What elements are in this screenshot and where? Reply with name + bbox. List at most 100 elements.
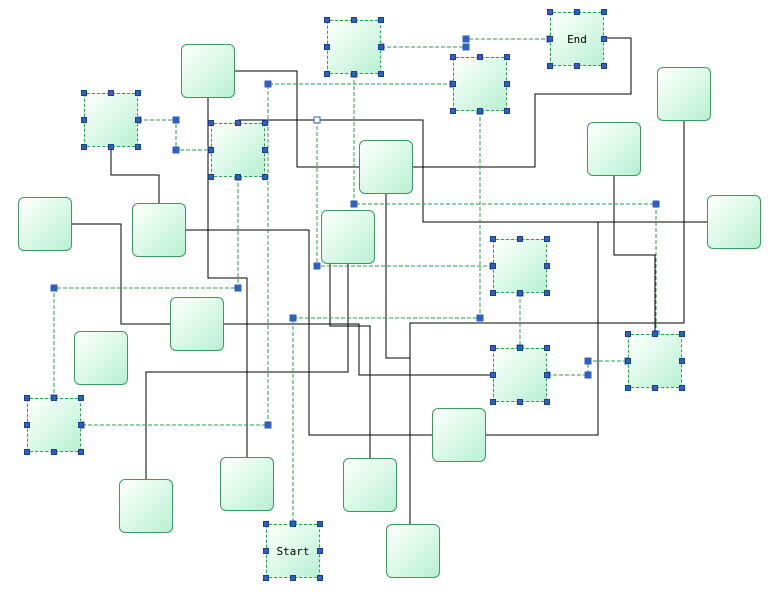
resize-handle[interactable] — [135, 90, 141, 96]
resize-handle[interactable] — [351, 17, 357, 23]
edge-bend-handle[interactable] — [313, 262, 321, 270]
resize-handle[interactable] — [51, 395, 57, 401]
selected-connector-edge[interactable] — [53, 177, 239, 398]
resize-handle[interactable] — [262, 120, 268, 126]
resize-handle[interactable] — [208, 120, 214, 126]
diagram-node[interactable] — [132, 203, 186, 257]
resize-handle[interactable] — [625, 385, 631, 391]
resize-handle[interactable] — [517, 236, 523, 242]
edge-bend-handle[interactable] — [462, 35, 470, 43]
diagram-node[interactable] — [18, 197, 72, 251]
resize-handle[interactable] — [517, 345, 523, 351]
edge-bend-handle[interactable] — [652, 200, 660, 208]
resize-handle[interactable] — [378, 44, 384, 50]
diagram-node[interactable] — [81, 90, 141, 150]
resize-handle[interactable] — [574, 9, 580, 15]
resize-handle[interactable] — [135, 144, 141, 150]
resize-handle[interactable] — [290, 575, 296, 581]
resize-handle[interactable] — [504, 81, 510, 87]
resize-handle[interactable] — [504, 54, 510, 60]
resize-handle[interactable] — [625, 331, 631, 337]
selected-connector-edge[interactable] — [138, 119, 211, 151]
resize-handle[interactable] — [490, 399, 496, 405]
selected-connector-edge[interactable] — [381, 38, 550, 48]
resize-handle[interactable] — [490, 372, 496, 378]
edge-endpoint-handle[interactable] — [313, 116, 321, 124]
resize-handle[interactable] — [317, 575, 323, 581]
start-node[interactable]: Start — [263, 521, 323, 581]
resize-handle[interactable] — [547, 9, 553, 15]
resize-handle[interactable] — [679, 358, 685, 364]
resize-handle[interactable] — [544, 345, 550, 351]
resize-handle[interactable] — [263, 521, 269, 527]
diagram-node[interactable] — [343, 458, 397, 512]
resize-handle[interactable] — [81, 144, 87, 150]
resize-handle[interactable] — [263, 548, 269, 554]
connector-edge[interactable] — [409, 121, 685, 524]
diagram-node[interactable] — [170, 297, 224, 351]
resize-handle[interactable] — [504, 108, 510, 114]
edge-bend-handle[interactable] — [172, 116, 180, 124]
resize-handle[interactable] — [679, 385, 685, 391]
edge-bend-handle[interactable] — [462, 43, 470, 51]
resize-handle[interactable] — [547, 63, 553, 69]
resize-handle[interactable] — [324, 17, 330, 23]
resize-handle[interactable] — [378, 17, 384, 23]
connector-edge[interactable] — [329, 264, 371, 458]
selected-connector-edge[interactable] — [547, 360, 628, 376]
connector-edge[interactable] — [72, 223, 170, 325]
connector-edge[interactable] — [613, 176, 656, 334]
edge-bend-handle[interactable] — [234, 284, 242, 292]
resize-handle[interactable] — [317, 521, 323, 527]
edge-bend-handle[interactable] — [350, 200, 358, 208]
resize-handle[interactable] — [490, 290, 496, 296]
resize-handle[interactable] — [544, 290, 550, 296]
resize-handle[interactable] — [24, 422, 30, 428]
diagram-node[interactable] — [74, 331, 128, 385]
resize-handle[interactable] — [625, 358, 631, 364]
diagram-node[interactable] — [587, 122, 641, 176]
connector-edge[interactable] — [385, 194, 410, 359]
connector-edge[interactable] — [224, 323, 493, 376]
selected-connector-edge[interactable] — [292, 111, 481, 524]
diagram-node[interactable] — [359, 140, 413, 194]
resize-handle[interactable] — [547, 36, 553, 42]
selected-connector-edge[interactable] — [81, 83, 453, 426]
end-node[interactable]: End — [547, 9, 607, 69]
resize-handle[interactable] — [208, 174, 214, 180]
resize-handle[interactable] — [652, 331, 658, 337]
resize-handle[interactable] — [263, 575, 269, 581]
connector-edge[interactable] — [486, 222, 599, 436]
diagram-node[interactable] — [119, 479, 173, 533]
resize-handle[interactable] — [51, 449, 57, 455]
diagram-node[interactable] — [321, 210, 375, 264]
diagram-node[interactable] — [208, 120, 268, 180]
resize-handle[interactable] — [235, 120, 241, 126]
resize-handle[interactable] — [324, 71, 330, 77]
diagram-node[interactable] — [432, 408, 486, 462]
resize-handle[interactable] — [490, 263, 496, 269]
resize-handle[interactable] — [81, 117, 87, 123]
resize-handle[interactable] — [601, 36, 607, 42]
resize-handle[interactable] — [490, 236, 496, 242]
edge-bend-handle[interactable] — [172, 146, 180, 154]
resize-handle[interactable] — [324, 44, 330, 50]
resize-handle[interactable] — [235, 174, 241, 180]
edge-bend-handle[interactable] — [264, 80, 272, 88]
resize-handle[interactable] — [78, 449, 84, 455]
resize-handle[interactable] — [601, 63, 607, 69]
resize-handle[interactable] — [108, 144, 114, 150]
edge-bend-handle[interactable] — [50, 284, 58, 292]
resize-handle[interactable] — [290, 521, 296, 527]
resize-handle[interactable] — [477, 108, 483, 114]
resize-handle[interactable] — [262, 174, 268, 180]
resize-handle[interactable] — [81, 90, 87, 96]
diagram-node[interactable] — [490, 236, 550, 296]
resize-handle[interactable] — [351, 71, 357, 77]
resize-handle[interactable] — [544, 399, 550, 405]
resize-handle[interactable] — [78, 422, 84, 428]
connector-edge[interactable] — [238, 119, 707, 223]
resize-handle[interactable] — [135, 117, 141, 123]
diagram-node[interactable] — [220, 457, 274, 511]
connector-edge[interactable] — [110, 147, 160, 203]
